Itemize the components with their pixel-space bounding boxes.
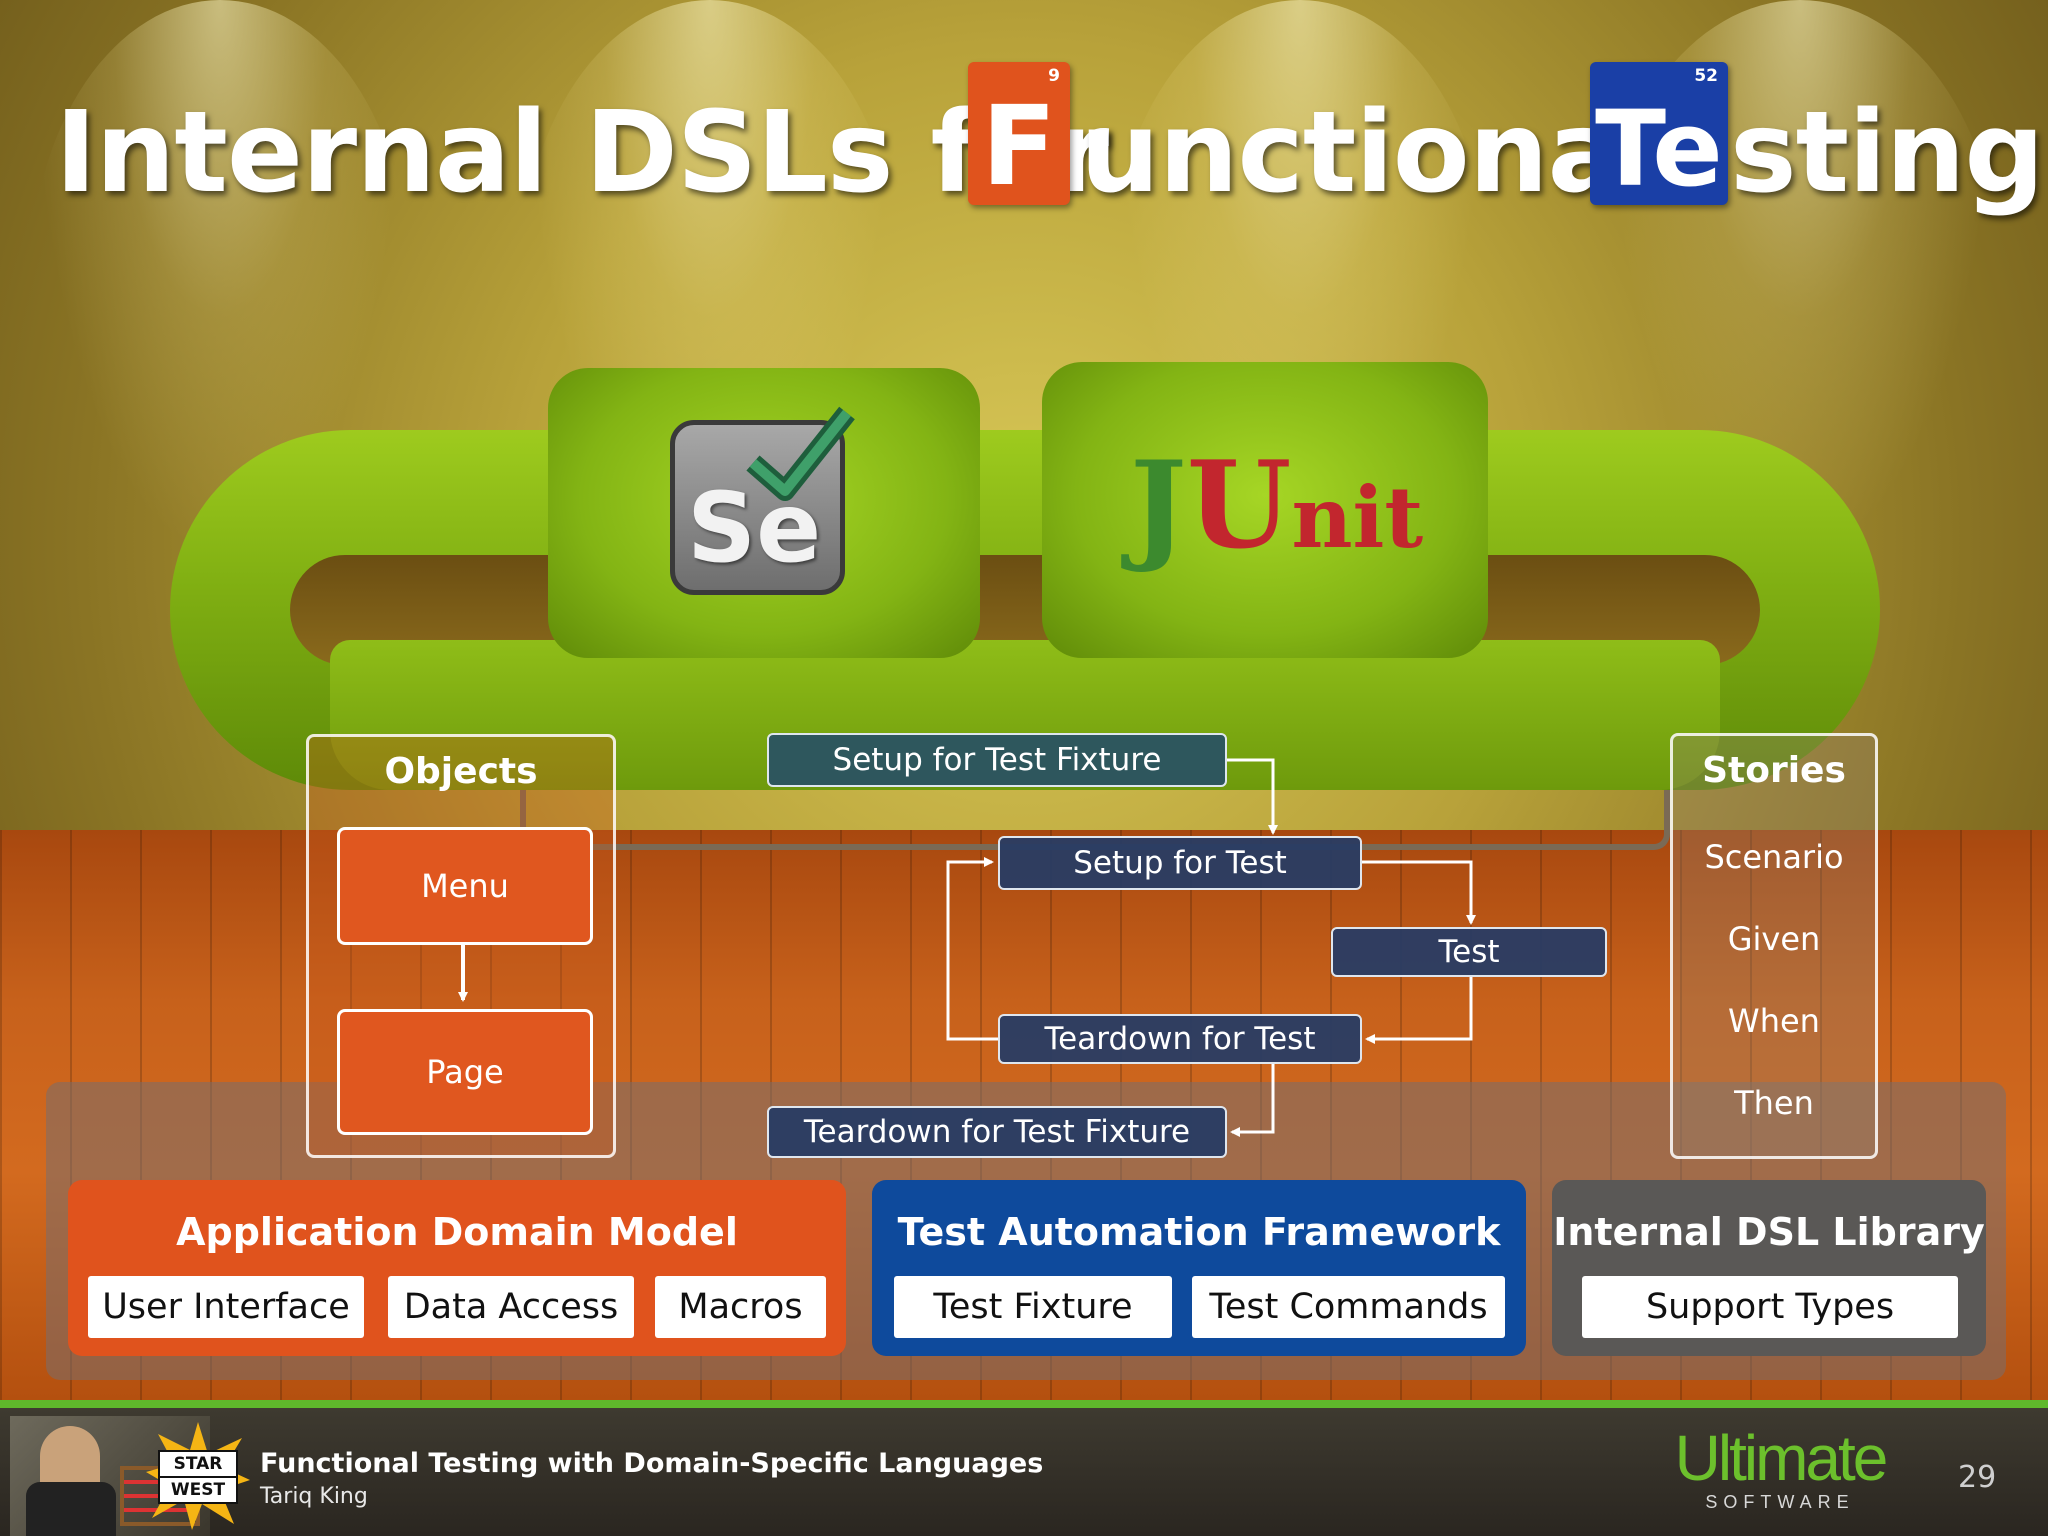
- element-symbol: F: [981, 82, 1057, 210]
- chip-label: Support Types: [1645, 1287, 1895, 1327]
- junit-logo: JUnit: [1130, 435, 1423, 576]
- stories-title: Stories: [1702, 750, 1846, 791]
- group-internal-dsl-library: Internal DSL Library Support Types: [1552, 1180, 1986, 1356]
- group-framework-title: Test Automation Framework: [897, 1210, 1501, 1254]
- starwest-top: STAR: [160, 1452, 236, 1478]
- chip-data-access: Data Access: [388, 1276, 634, 1338]
- chip-label: Test Fixture: [933, 1287, 1133, 1327]
- menu-label: Menu: [421, 867, 509, 905]
- menu-box: Menu: [337, 827, 593, 945]
- chip-label: Test Commands: [1209, 1287, 1488, 1327]
- title-part-2: unctional: [1080, 88, 1660, 218]
- chip-label: Data Access: [403, 1287, 619, 1327]
- ultimate-software-logo: Ultimate SOFTWARE: [1650, 1426, 1910, 1526]
- chip-label: Macros: [678, 1287, 803, 1327]
- flow-teardown-test: Teardown for Test: [998, 1014, 1362, 1064]
- chip-test-fixture: Test Fixture: [894, 1276, 1172, 1338]
- title-part-1: Internal DSLs for: [55, 88, 1109, 218]
- flow-test: Test: [1331, 927, 1607, 977]
- story-then: Then: [1734, 1084, 1814, 1122]
- flow-setup-test: Setup for Test: [998, 836, 1362, 890]
- chip-label: User Interface: [102, 1287, 350, 1327]
- flow-setup-test-label: Setup for Test: [1073, 845, 1287, 881]
- selenium-logo-icon: Se: [670, 406, 855, 595]
- stories-frame: Stories Scenario Given When Then: [1670, 733, 1878, 1159]
- flow-teardown-test-label: Teardown for Test: [1044, 1021, 1316, 1057]
- title-part-3: sting: [1730, 88, 2044, 218]
- presentation-title: Functional Testing with Domain-Specific …: [260, 1448, 1044, 1479]
- chip-support-types: Support Types: [1582, 1276, 1958, 1338]
- ultimate-logo-sub: SOFTWARE: [1705, 1492, 1855, 1512]
- presenter-name: Tariq King: [260, 1484, 368, 1509]
- chip-macros: Macros: [655, 1276, 826, 1338]
- selenium-logo-text: Se: [687, 472, 822, 584]
- page-label: Page: [426, 1053, 504, 1091]
- chip-user-interface: User Interface: [88, 1276, 364, 1338]
- element-number: 52: [1694, 66, 1718, 86]
- periodic-element-te: 52 Te: [1590, 62, 1728, 205]
- check-mark-icon: [746, 406, 855, 501]
- element-symbol: Te: [1595, 88, 1723, 210]
- periodic-element-f: 9 F: [968, 62, 1070, 205]
- group-library-title: Internal DSL Library: [1553, 1210, 1985, 1254]
- element-number: 9: [1048, 66, 1060, 86]
- story-given: Given: [1727, 920, 1821, 958]
- junit-logo-j: J: [1130, 435, 1187, 576]
- flow-setup-test-fixture-label: Setup for Test Fixture: [832, 742, 1162, 778]
- starwest-badge: STAR WEST: [144, 1420, 252, 1532]
- objects-title: Objects: [384, 751, 538, 792]
- chip-test-commands: Test Commands: [1192, 1276, 1505, 1338]
- pillow-junit: [1042, 362, 1488, 658]
- page-box: Page: [337, 1009, 593, 1135]
- flow-teardown-test-fixture: Teardown for Test Fixture: [767, 1106, 1227, 1158]
- story-scenario: Scenario: [1704, 838, 1844, 876]
- ultimate-logo-text: Ultimate: [1674, 1422, 1889, 1494]
- footer: STAR WEST Functional Testing with Domain…: [0, 1400, 2048, 1536]
- group-application-domain-model: Application Domain Model User Interface …: [68, 1180, 846, 1356]
- group-app-title: Application Domain Model: [176, 1210, 738, 1254]
- junit-logo-u: U: [1186, 435, 1292, 576]
- starwest-label-box: STAR WEST: [158, 1450, 238, 1504]
- starwest-bottom: WEST: [170, 1480, 226, 1500]
- page-number: 29: [1958, 1460, 1997, 1495]
- flow-test-label: Test: [1438, 934, 1500, 970]
- story-when: When: [1728, 1002, 1820, 1040]
- group-test-automation-framework: Test Automation Framework Test Fixture T…: [872, 1180, 1526, 1356]
- person-suit: [26, 1482, 116, 1536]
- flow-teardown-test-fixture-label: Teardown for Test Fixture: [803, 1114, 1191, 1150]
- junit-logo-nit: nit: [1291, 468, 1424, 567]
- flow-setup-test-fixture: Setup for Test Fixture: [767, 733, 1227, 787]
